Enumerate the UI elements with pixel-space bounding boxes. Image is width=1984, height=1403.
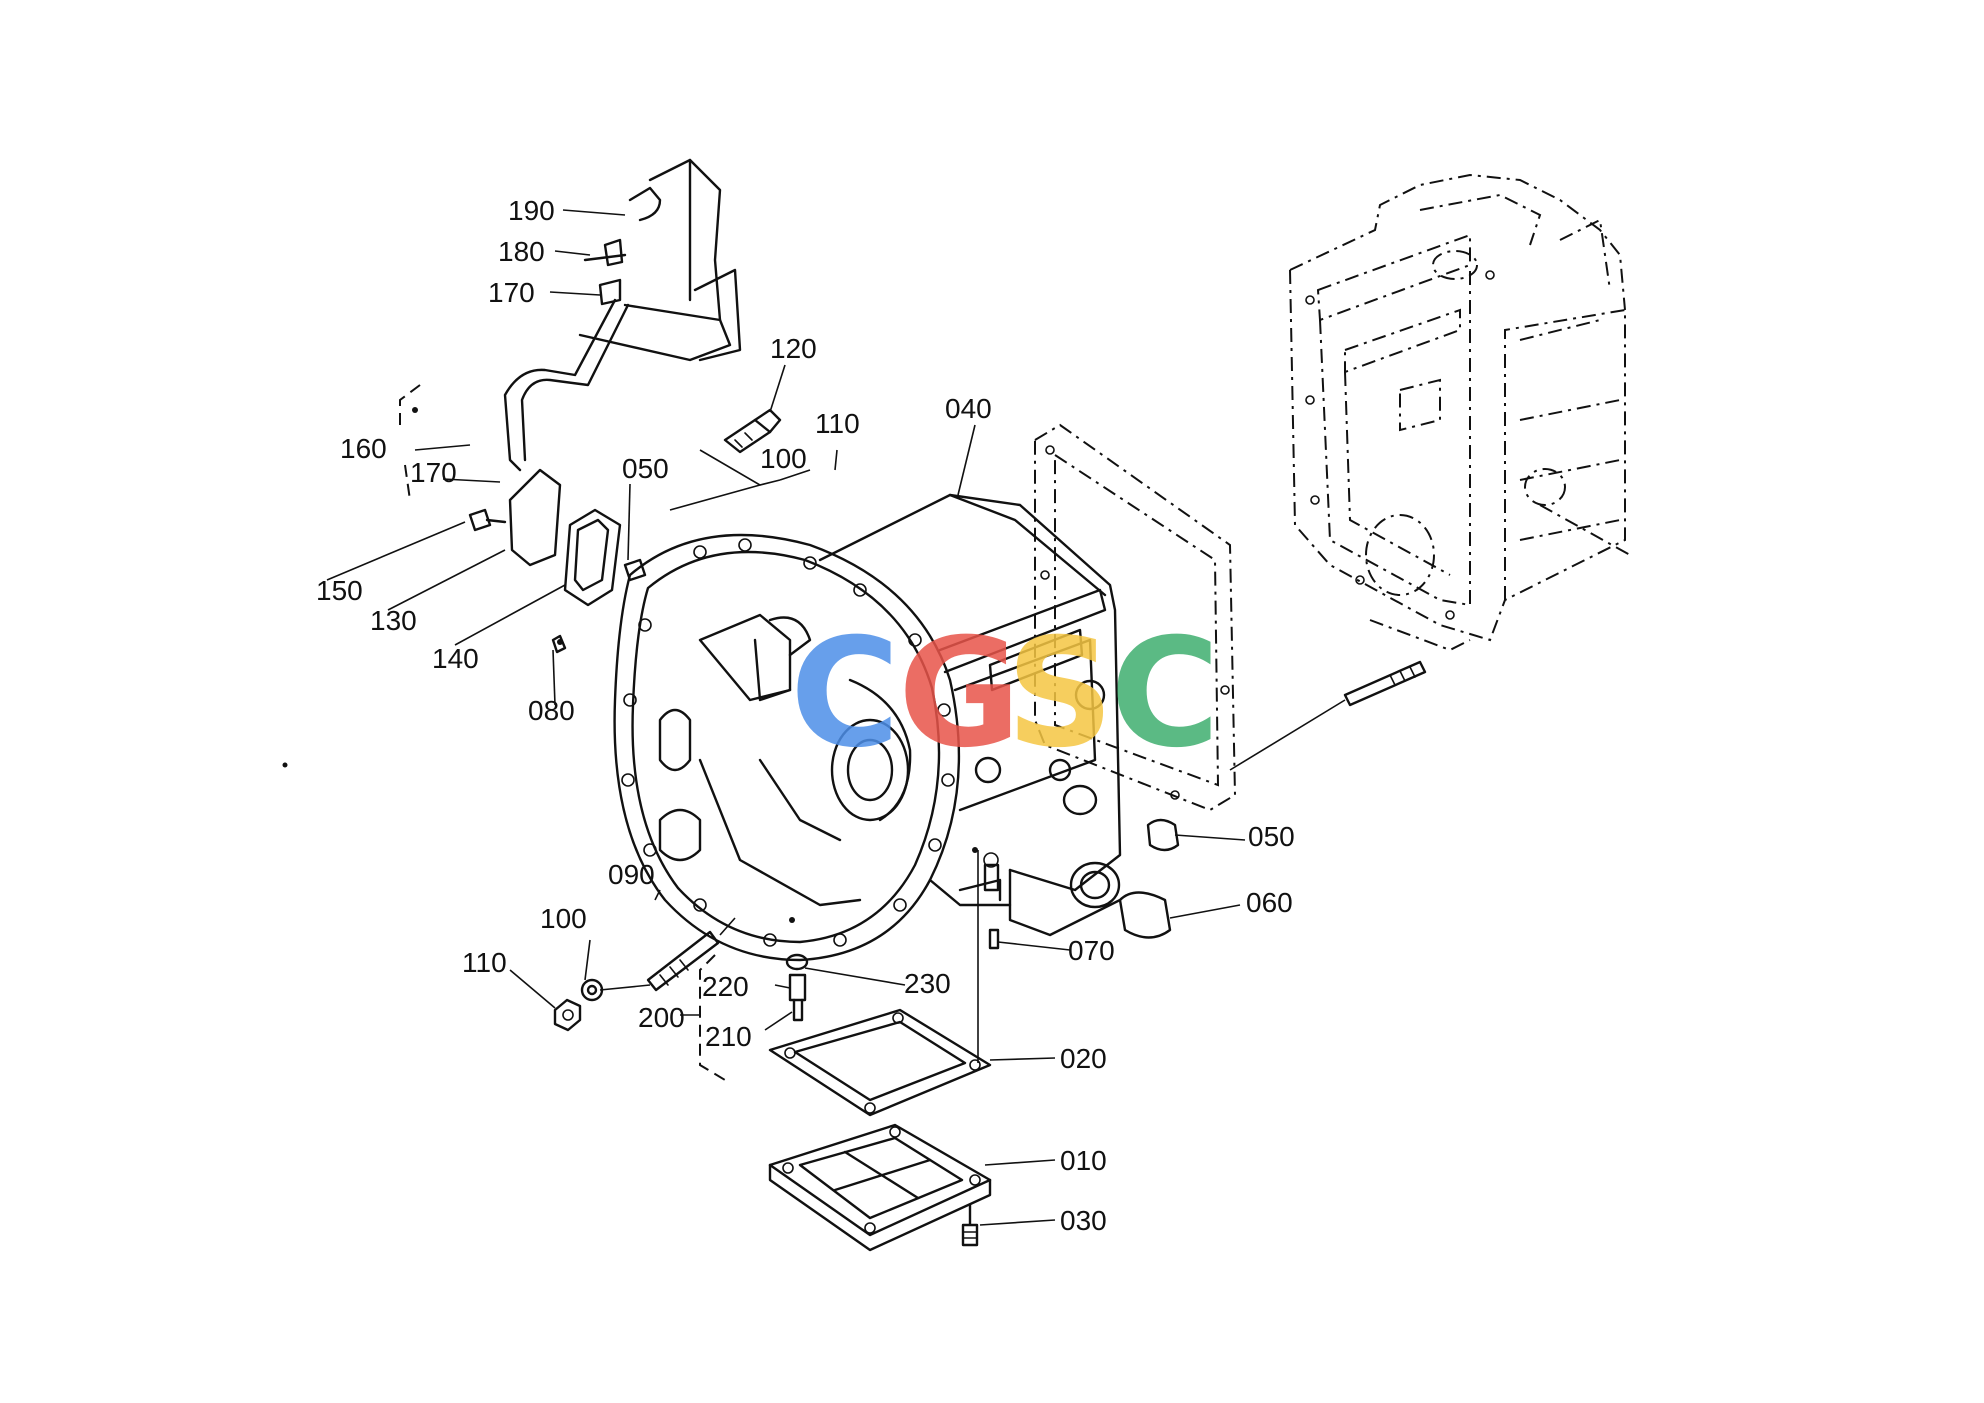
callout-220: 220 bbox=[702, 971, 749, 1002]
callout-050-upper: 050 bbox=[622, 453, 669, 484]
callout-160: 160 bbox=[340, 433, 387, 464]
callout-130: 130 bbox=[370, 605, 417, 636]
breather-pipe-bracket bbox=[503, 158, 742, 472]
callout-010: 010 bbox=[1060, 1145, 1107, 1176]
oil-pan-gasket bbox=[768, 1008, 992, 1117]
lower-left-stud bbox=[553, 917, 736, 1032]
watermark-letter-1: C bbox=[790, 607, 900, 781]
callout-020: 020 bbox=[1060, 1043, 1107, 1074]
callout-170-upper: 170 bbox=[488, 277, 535, 308]
watermark-letter-2: G bbox=[898, 607, 1021, 781]
right-stud-bolt bbox=[1229, 660, 1427, 771]
watermark-letter-4: C bbox=[1110, 607, 1220, 781]
callout-150: 150 bbox=[316, 575, 363, 606]
watermark-logo: C G S C bbox=[790, 607, 1220, 781]
callout-210: 210 bbox=[705, 1021, 752, 1052]
callout-050-lower: 050 bbox=[1248, 821, 1295, 852]
housing-gasket bbox=[1034, 423, 1237, 812]
callout-070: 070 bbox=[1068, 935, 1115, 966]
callout-100-upper: 100 bbox=[760, 443, 807, 474]
callout-090: 090 bbox=[608, 859, 655, 890]
cover-plate-parts bbox=[468, 468, 622, 607]
leader-lines bbox=[282, 209, 1246, 1226]
callout-120: 120 bbox=[770, 333, 817, 364]
bracket-160 bbox=[399, 384, 421, 501]
callout-040: 040 bbox=[945, 393, 992, 424]
callout-030: 030 bbox=[1060, 1205, 1107, 1236]
transmission-case-drawing bbox=[1289, 173, 1631, 652]
callout-080: 080 bbox=[528, 695, 575, 726]
callout-100-lower: 100 bbox=[540, 903, 587, 934]
callout-140: 140 bbox=[432, 643, 479, 674]
callout-170-lower: 170 bbox=[410, 457, 457, 488]
callout-labels: 190 180 170 120 110 040 100 160 170 050 … bbox=[316, 195, 1295, 1236]
small-fittings bbox=[551, 558, 1180, 950]
oil-pan-cover bbox=[768, 1123, 992, 1252]
callout-180: 180 bbox=[498, 236, 545, 267]
callout-060: 060 bbox=[1246, 887, 1293, 918]
bolt-120 bbox=[669, 408, 782, 511]
callout-110-lower: 110 bbox=[462, 947, 507, 978]
bolt-030 bbox=[961, 850, 979, 1247]
watermark-letter-3: S bbox=[1006, 607, 1114, 781]
callout-190: 190 bbox=[508, 195, 555, 226]
callout-110-upper: 110 bbox=[815, 408, 860, 439]
drain-plug-assembly bbox=[680, 953, 809, 1081]
callout-230: 230 bbox=[904, 968, 951, 999]
clutch-housing bbox=[613, 493, 1122, 962]
callout-200: 200 bbox=[638, 1002, 685, 1033]
